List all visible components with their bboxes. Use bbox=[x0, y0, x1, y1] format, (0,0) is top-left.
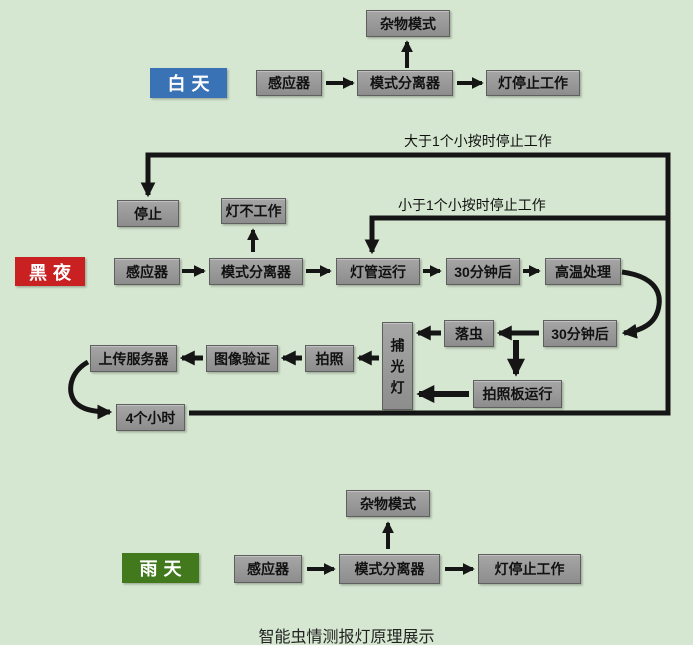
night-stop-box: 停止 bbox=[117, 200, 179, 227]
arrow-night-hightemp-to-30min-curve bbox=[621, 269, 662, 339]
day-sensor-box: 感应器 bbox=[256, 70, 322, 96]
arrow-night-upload-to-4hours-curve bbox=[68, 359, 113, 420]
night-tag: 黑夜 bbox=[15, 257, 85, 286]
night-lamp-off-box: 灯不工作 bbox=[221, 198, 286, 224]
night-image-verify-box: 图像验证 bbox=[206, 345, 278, 372]
day-mode-separator-box: 模式分离器 bbox=[357, 70, 453, 96]
day-lamp-stop-box: 灯停止工作 bbox=[486, 70, 580, 96]
rain-tag: 雨天 bbox=[122, 553, 199, 583]
line-night-loop-to-stop bbox=[140, 152, 671, 416]
night-light-trap-box: 捕光灯 bbox=[382, 322, 413, 410]
night-mode-separator-box: 模式分离器 bbox=[209, 258, 303, 285]
night-4hours-box: 4个小时 bbox=[116, 404, 185, 431]
night-lt-note: 小于1个小按时停止工作 bbox=[398, 197, 546, 213]
night-upload-server-box: 上传服务器 bbox=[90, 345, 177, 372]
night-sensor-box: 感应器 bbox=[114, 258, 180, 285]
night-insect-drop-box: 落虫 bbox=[444, 320, 494, 347]
night-photo-box: 拍照 bbox=[305, 345, 354, 372]
day-debris-mode-box: 杂物模式 bbox=[366, 10, 450, 37]
rain-sensor-box: 感应器 bbox=[234, 555, 302, 583]
line-night-loop-to-lamprun bbox=[364, 215, 668, 255]
night-photo-board-box: 拍照板运行 bbox=[473, 380, 562, 408]
rain-mode-separator-box: 模式分离器 bbox=[339, 554, 440, 584]
page-title: 智能虫情测报灯原理展示 bbox=[258, 629, 435, 646]
night-high-temp-box: 高温处理 bbox=[545, 258, 621, 285]
day-tag: 白天 bbox=[150, 68, 227, 98]
rain-lamp-stop-box: 灯停止工作 bbox=[478, 554, 581, 584]
rain-debris-mode-box: 杂物模式 bbox=[346, 490, 430, 517]
bottom-strip bbox=[0, 645, 693, 651]
night-30min-a-box: 30分钟后 bbox=[446, 258, 520, 285]
night-30min-b-box: 30分钟后 bbox=[543, 320, 617, 347]
night-gt-note: 大于1个小按时停止工作 bbox=[404, 133, 552, 149]
night-lamp-run-box: 灯管运行 bbox=[336, 258, 420, 285]
